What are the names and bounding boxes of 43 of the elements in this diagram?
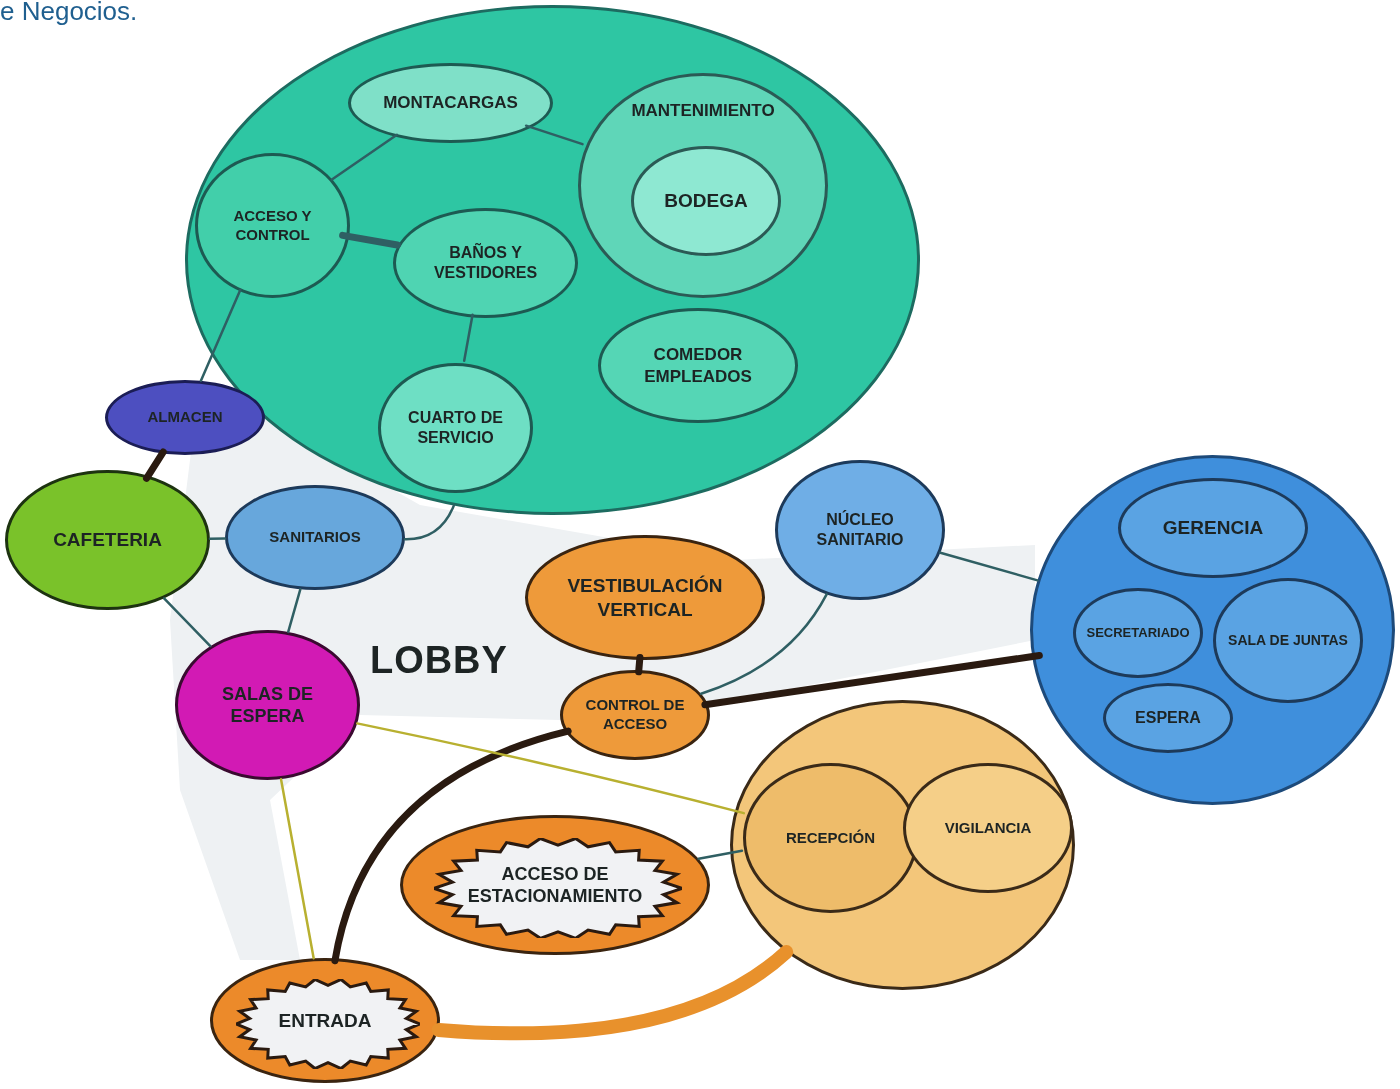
space-label: CUARTO DE SERVICIO	[407, 408, 504, 448]
space-label: ACCESO DE ESTACIONAMIENTO	[466, 862, 644, 908]
space-label: RECEPCIÓN	[785, 828, 876, 848]
connector-line	[635, 653, 644, 676]
space-label: MONTACARGAS	[383, 92, 518, 114]
space-label: MANTENIMIENTO	[631, 100, 775, 122]
connector-line	[431, 945, 794, 1041]
space-label: SALA DE JUNTAS	[1228, 631, 1348, 650]
connector-line	[199, 288, 242, 382]
space-label: BAÑOS Y VESTIDORES	[432, 243, 539, 283]
connector-line	[331, 727, 572, 965]
space-label: ACCESO Y CONTROL	[232, 206, 313, 245]
space-label: ALMACEN	[147, 408, 223, 427]
connector-line	[697, 849, 744, 860]
space-label: CONTROL DE ACCESO	[584, 696, 686, 734]
connector-line	[939, 551, 1039, 582]
connector-line	[279, 777, 315, 960]
space-label: VESTIBULACIÓN VERTICAL	[566, 573, 724, 622]
connector-line	[330, 133, 399, 181]
space-label: GERENCIA	[1162, 516, 1264, 540]
space-label: ESPERA	[1135, 708, 1201, 728]
space-label: SALAS DE ESPERA	[221, 682, 314, 728]
connector-line	[339, 231, 401, 249]
heading-fragment: e Negocios.	[0, 0, 138, 28]
connector-line	[162, 597, 212, 648]
connector-line	[355, 722, 746, 815]
space-label: CAFETERIA	[53, 528, 162, 552]
connector-line	[208, 537, 227, 540]
space-label: ENTRADA	[278, 1008, 372, 1033]
area-label: LOBBY	[370, 638, 508, 683]
space-label: SANITARIOS	[269, 528, 361, 547]
connector-line	[699, 593, 828, 695]
connector-line	[462, 313, 474, 362]
space-label: SECRETARIADO	[1086, 624, 1190, 642]
connector-line	[143, 448, 167, 482]
space-label: BODEGA	[664, 189, 748, 213]
connector-line	[524, 124, 584, 146]
connector-line	[701, 652, 1043, 709]
space-label: COMEDOR EMPLEADOS	[643, 344, 753, 387]
space-label: NÚCLEO SANITARIO	[815, 510, 905, 550]
connector-line	[403, 504, 456, 541]
connector-line	[287, 588, 302, 634]
space-label: VIGILANCIA	[944, 818, 1032, 838]
